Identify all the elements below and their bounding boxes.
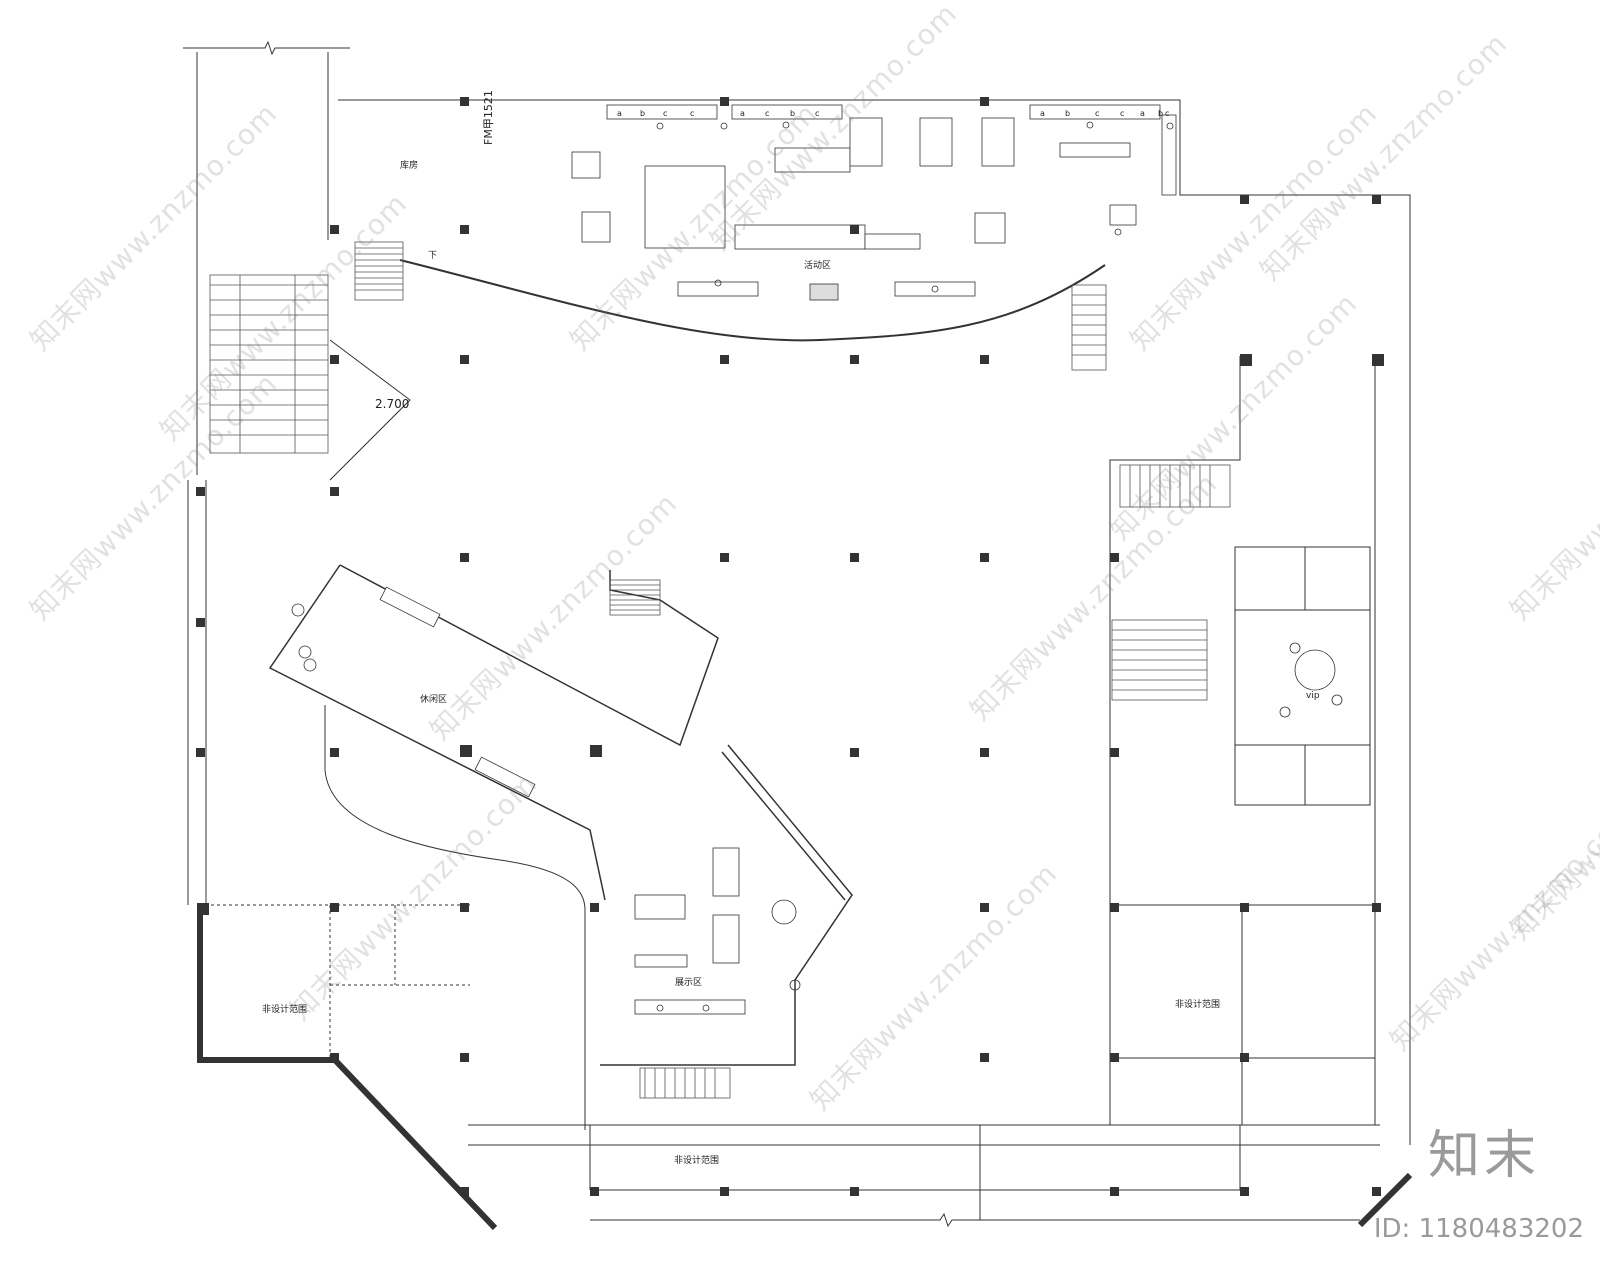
stair-left-top — [354, 241, 404, 301]
display-table-5 — [634, 999, 746, 1015]
counter-top-3 — [1029, 104, 1161, 120]
counter-row-3 — [864, 233, 921, 250]
stair-center — [609, 579, 661, 616]
kiosk-left-2 — [581, 211, 611, 243]
stair-right-top — [1071, 284, 1107, 371]
counter-letter: c — [1095, 109, 1099, 118]
display-table-3 — [634, 894, 686, 920]
counter-letter: c — [765, 109, 769, 118]
structural-columns — [196, 97, 1384, 1196]
stair-down-label: 下 — [428, 251, 437, 261]
kiosk-right-2 — [1109, 204, 1137, 226]
outer-wall-top — [338, 99, 1411, 1145]
shelf-leisure-1 — [379, 586, 441, 628]
bench-center — [809, 283, 839, 301]
counter-letter: c — [690, 109, 694, 118]
non-design-right-label: 非设计范围 — [1175, 998, 1220, 1010]
non-design-left-label: 非设计范围 — [262, 1003, 307, 1015]
activity-area-curve — [399, 259, 1106, 342]
counter-letter: c — [1120, 109, 1124, 118]
desk-2 — [919, 117, 953, 167]
thick-wall-right — [1357, 1172, 1413, 1228]
counter-letter: a — [1140, 109, 1145, 118]
activity-area-label: 活动区 — [804, 259, 831, 271]
display-table-4 — [634, 954, 688, 968]
counter-top-2 — [731, 104, 843, 120]
counter-row-1 — [774, 147, 851, 173]
desk-3 — [981, 117, 1015, 167]
counter-letter: c — [815, 109, 819, 118]
brand-logo: 知末 — [1427, 1126, 1540, 1186]
counter-letter: c — [1165, 109, 1169, 118]
stair-right-lower — [1111, 619, 1208, 701]
counter-letter: a — [617, 109, 622, 118]
leisure-area-label: 休闲区 — [420, 693, 447, 705]
stair-display-bottom — [639, 1067, 731, 1099]
door-code-label: FM甲1521 — [482, 90, 495, 145]
counter-row-2 — [734, 224, 866, 250]
display-area-label: 展示区 — [675, 977, 702, 988]
kiosk-left — [571, 151, 601, 179]
counter-letter: b — [1065, 109, 1070, 118]
bottom-rooms — [468, 1124, 1380, 1220]
vip-label: vip — [1306, 691, 1320, 701]
counter-letter: a — [1040, 109, 1045, 118]
counter-letter: c — [663, 109, 667, 118]
kiosk-right — [974, 212, 1006, 244]
right-wall-inner — [1109, 356, 1376, 1125]
counter-right-vert — [1161, 114, 1177, 196]
desk-1 — [849, 117, 883, 167]
counter-top-1 — [606, 104, 718, 120]
vip-room-walls — [1234, 546, 1371, 806]
atrium-triangle — [329, 339, 411, 481]
thick-wall-left — [197, 905, 498, 1231]
escalator-left — [209, 274, 329, 454]
shelf-leisure-2 — [474, 756, 536, 798]
stair-right-mid — [1119, 464, 1231, 508]
non-design-bottom-label: 非设计范围 — [674, 1154, 719, 1166]
walkway-curve — [324, 705, 586, 1130]
bench-right — [894, 281, 976, 297]
bench-left — [677, 281, 759, 297]
right-non-design-room — [1110, 904, 1375, 1125]
furniture-circles — [291, 121, 1343, 1012]
elevation-label: 2.700 — [375, 397, 409, 411]
counter-letter: a — [740, 109, 745, 118]
display-table-2 — [712, 914, 740, 964]
outer-wall-left-upper — [196, 52, 329, 475]
break-line-top — [183, 40, 350, 56]
left-wing-wall — [187, 480, 207, 905]
image-id: ID: 1180483202 — [1373, 1214, 1584, 1244]
counter-letter: b — [640, 109, 645, 118]
counter-letter: b — [790, 109, 795, 118]
counter-side — [1059, 142, 1131, 158]
counter-letter: b — [1158, 109, 1163, 118]
bottom-break-line — [590, 1212, 1360, 1228]
counter-booth — [644, 165, 726, 249]
display-table-1 — [712, 847, 740, 897]
storage-room-label: 库房 — [400, 159, 418, 171]
